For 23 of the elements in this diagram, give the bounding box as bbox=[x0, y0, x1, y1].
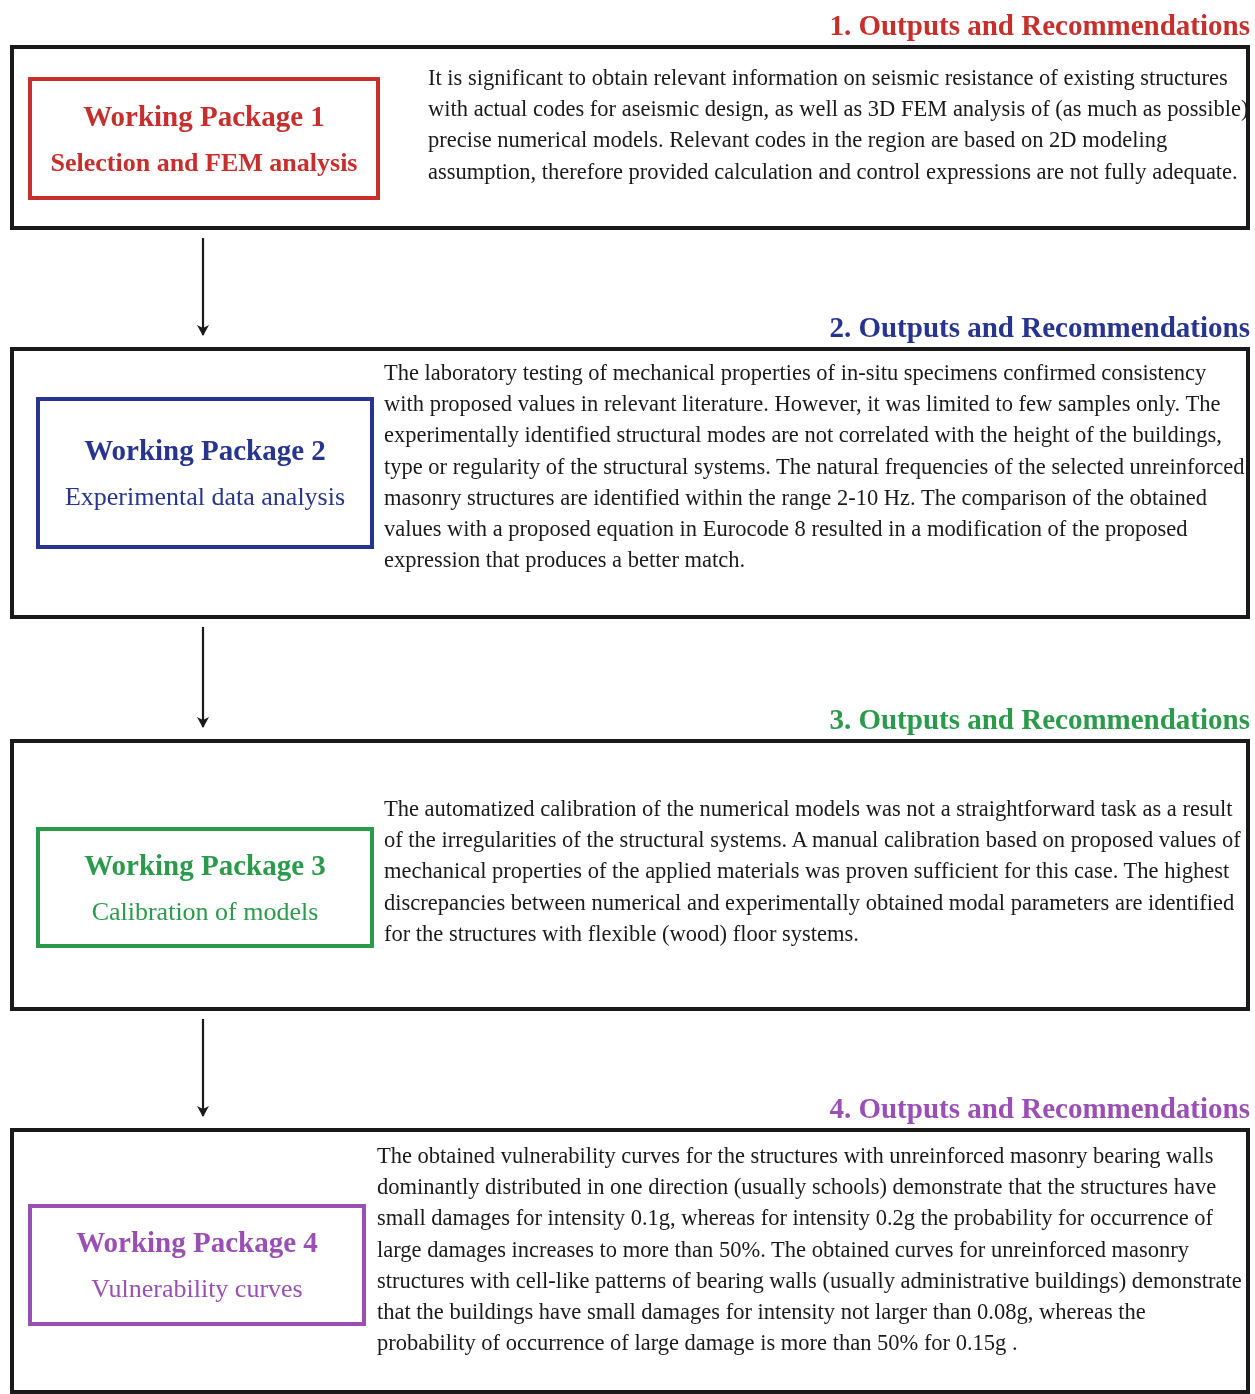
working-package-box bbox=[28, 1204, 366, 1326]
working-package-box bbox=[28, 77, 380, 200]
package-subtitle: Calibration of models bbox=[91, 895, 319, 928]
panel-description: It is significant to obtain relevant information on seismic resistance of existing structures with actual codes for aseismic design, as well as 3D FEM analysis of (as much as possible) precise numerical models. Relevant codes in the region are based on 2D modeling assumption, therefore provided calculation and control expressions are not fully adequate. bbox=[428, 64, 1250, 186]
working-package-box bbox=[36, 397, 374, 549]
panel-description: The laboratory testing of mechanical properties of in-situ specimens confirmed consistency with proposed values in relevant literature. However, it was limited to few samples only. The experimentally identified structural modes are not correlated with the height of the buildings, type or regularity of the structural systems. The natural frequencies of the selected unreinforced masonry structures are identified within the range 2-10 Hz. The comparison of the obtained values with a proposed equation in Eurocode 8 resulted in a modification of the proposed expression that produces a better match. bbox=[384, 359, 1246, 575]
panel-heading: 4. Outputs and Recommendations bbox=[829, 1091, 1250, 1126]
package-title: Working Package 1 bbox=[83, 98, 325, 133]
package-subtitle: Selection and FEM analysis bbox=[50, 146, 358, 179]
package-subtitle: Experimental data analysis bbox=[64, 481, 346, 513]
package-title: Working Package 2 bbox=[84, 433, 326, 467]
panel-heading: 3. Outputs and Recommendations bbox=[829, 702, 1250, 737]
panel-description: The automatized calibration of the numerical models was not a straightforward task as a result of the irregularities of the structural systems. A manual calibration based on proposed values of mechanical properties of the applied materials was proven sufficient for this case. The highest discrepancies between numerical and experimentally obtained modal parameters are identified for the structures with flexible (wood) floor systems. bbox=[384, 795, 1242, 948]
panel-description: The obtained vulnerability curves for the structures with unreinforced masonry bearing walls dominantly distributed in one direction (usually schools) demonstrate that the structures have small damages for intensity 0.1g, whereas for intensity 0.2g the probability for occurrence of large damages increases to more than 50%. The obtained curves for unreinforced masonry structures with cell-like patterns of bearing walls (usually administrative buildings) demonstrate that the buildings have small damages for intensity not larger than 0.08g, whereas the probability of occurrence of large damage is more than 50% for 0.15g . bbox=[377, 1142, 1243, 1358]
arrow bbox=[197, 1019, 209, 1117]
working-package-box bbox=[36, 827, 374, 948]
package-title: Working Package 4 bbox=[76, 1225, 318, 1259]
panel-heading: 1. Outputs and Recommendations bbox=[829, 8, 1250, 43]
arrow bbox=[197, 238, 209, 336]
arrow bbox=[197, 627, 209, 728]
panel-heading: 2. Outputs and Recommendations bbox=[829, 310, 1250, 345]
package-title: Working Package 3 bbox=[84, 847, 326, 882]
package-subtitle: Vulnerability curves bbox=[91, 1273, 303, 1305]
